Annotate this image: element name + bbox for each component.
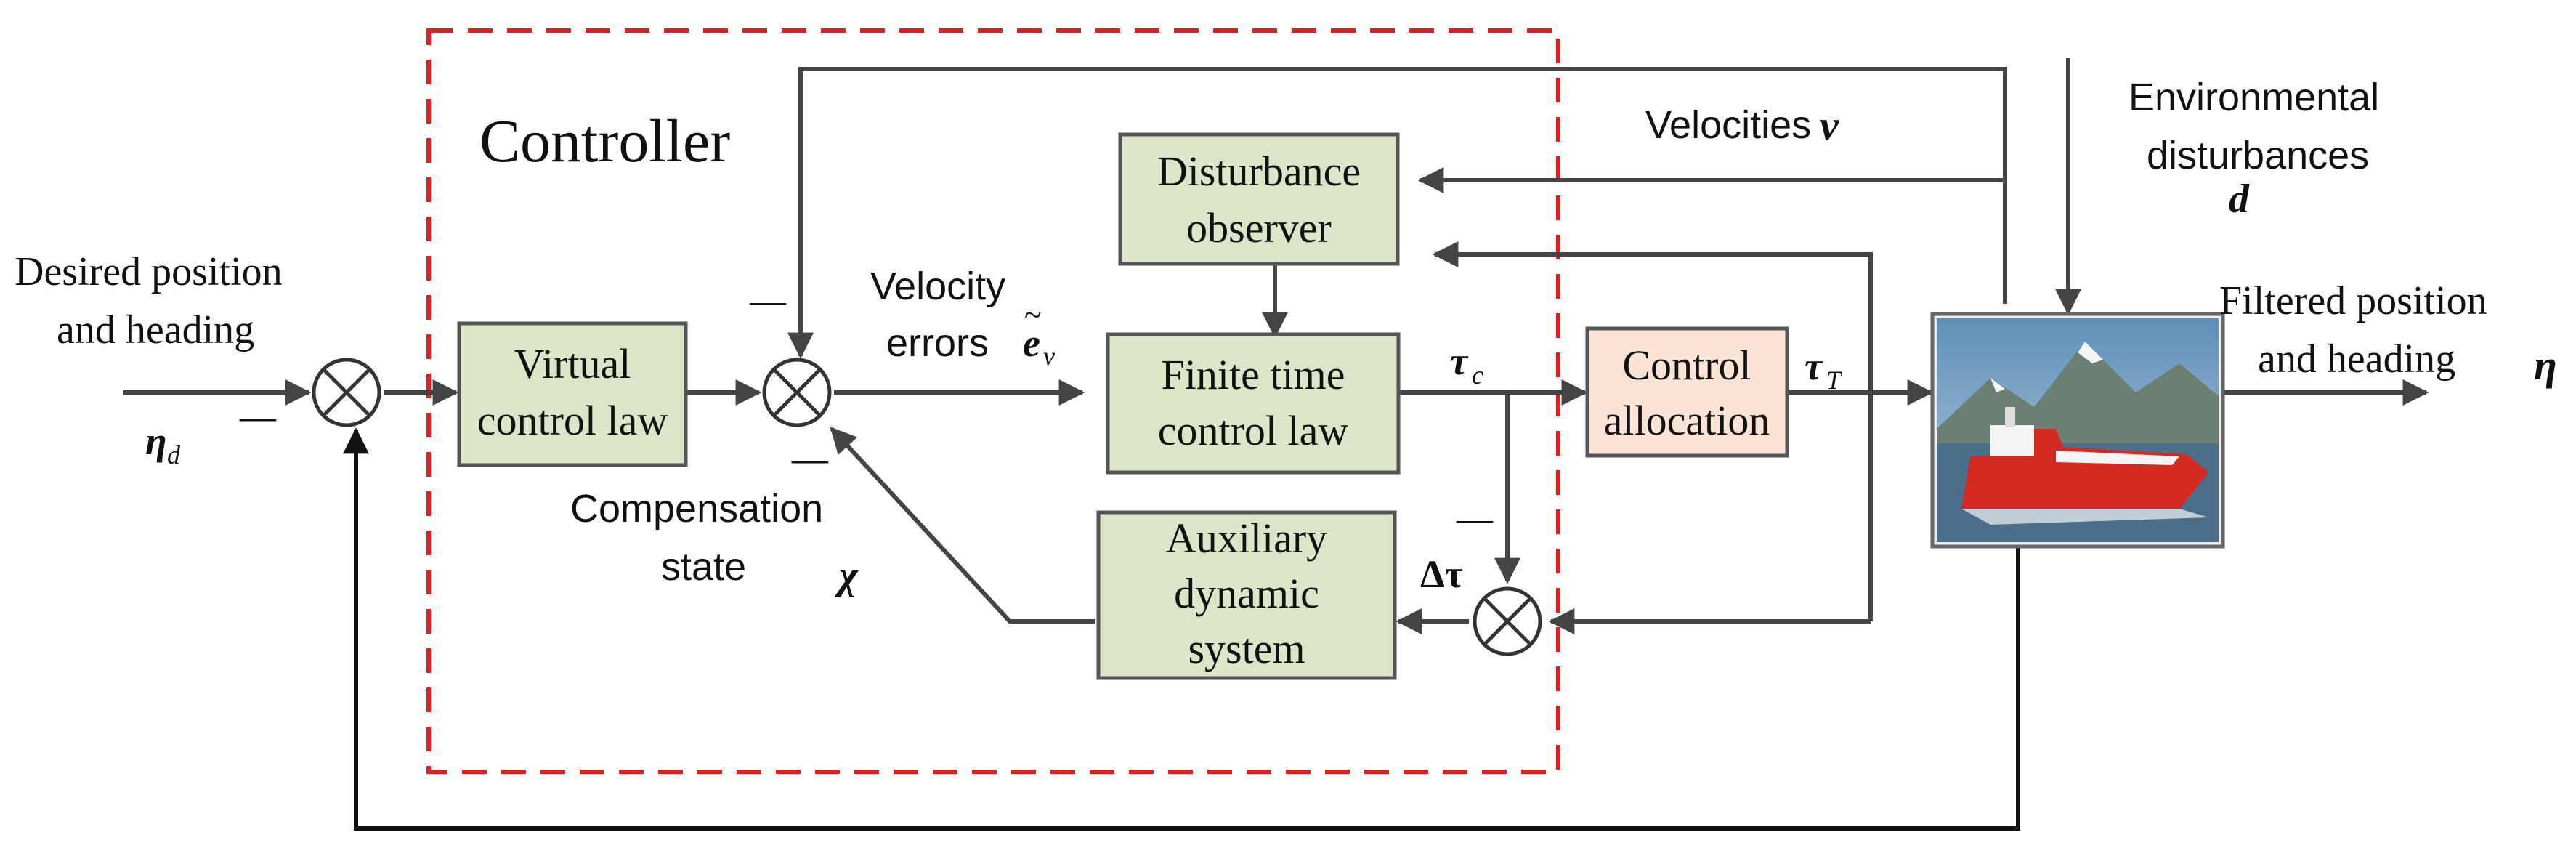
svg-text:T: T (1826, 366, 1843, 395)
svg-text:τ: τ (1450, 339, 1469, 383)
control-allocation-block: Control allocation (1585, 326, 1789, 458)
auxiliary-dynamic-system-block: Auxiliary dynamic system (1096, 510, 1397, 680)
finite-time-control-law-block: Finite time control law (1106, 332, 1401, 475)
svg-text:Virtual: Virtual (514, 340, 631, 387)
filtered-position-label: Filtered position and heading η (2219, 278, 2557, 389)
svg-text:allocation: allocation (1604, 397, 1770, 444)
svg-text:observer: observer (1186, 204, 1332, 251)
compensation-arrow (830, 427, 1095, 624)
tau-T-symbol: τ T (1805, 344, 1843, 395)
svg-text:control law: control law (477, 397, 668, 444)
ship-photo-icon (1930, 312, 2225, 549)
svg-text:system: system (1188, 625, 1305, 672)
svg-text:η: η (2534, 342, 2557, 389)
svg-text:Velocities: Velocities (1645, 103, 1811, 147)
minus-sign-sum1: — (239, 396, 277, 437)
desired-position-label: Desired position and heading (15, 249, 283, 352)
svg-text:~: ~ (1024, 297, 1042, 333)
svg-text:c: c (1472, 360, 1483, 390)
tau-c-symbol: τ c (1450, 339, 1483, 390)
svg-text:η: η (145, 419, 167, 463)
velocities-label: Velocities v (1645, 102, 1839, 149)
svg-text:control law: control law (1158, 407, 1349, 454)
sum-junction-1 (312, 358, 381, 427)
compensation-state-label: Compensation state (570, 487, 823, 589)
e-v-symbol: e ~ v (1023, 297, 1055, 371)
svg-text:Desired position: Desired position (15, 249, 283, 294)
svg-text:errors: errors (886, 321, 989, 365)
svg-text:Control: Control (1622, 342, 1751, 389)
disturbance-observer-block: Disturbance observer (1118, 132, 1400, 266)
minus-sign-sum2-top: — (749, 280, 787, 320)
svg-text:Compensation: Compensation (570, 487, 823, 531)
svg-text:τ: τ (1805, 344, 1823, 388)
svg-text:Auxiliary: Auxiliary (1166, 515, 1327, 562)
svg-text:Velocity: Velocity (870, 265, 1005, 308)
minus-sign-sum2-bottom: — (791, 438, 829, 479)
velocity-feedback-wire (787, 67, 2007, 359)
position-feedback-wire (343, 427, 2020, 831)
velocity-errors-label: Velocity errors (870, 265, 1005, 365)
controller-label: Controller (479, 108, 730, 175)
svg-text:Disturbance: Disturbance (1157, 148, 1361, 195)
svg-text:v: v (1043, 342, 1055, 371)
sum-junction-3 (1473, 586, 1542, 656)
svg-text:d: d (167, 440, 181, 469)
svg-text:Filtered position: Filtered position (2219, 278, 2487, 323)
eta-d-symbol: η d (145, 419, 181, 469)
svg-text:state: state (661, 545, 746, 589)
environmental-disturbances-label: Environmental disturbances d (2129, 76, 2379, 222)
chi-symbol: χ (834, 553, 859, 598)
delta-tau-symbol: Δτ (1420, 552, 1463, 596)
svg-text:and heading: and heading (2258, 336, 2455, 382)
svg-text:and heading: and heading (57, 307, 254, 352)
svg-text:dynamic: dynamic (1174, 570, 1319, 617)
sum-junction-2 (762, 358, 832, 427)
svg-text:d: d (2229, 177, 2250, 222)
controller-frame (426, 28, 1560, 774)
svg-text:disturbances: disturbances (2147, 134, 2369, 177)
virtual-control-law-block: Virtual control law (457, 321, 688, 467)
svg-text:v: v (1820, 102, 1839, 149)
svg-text:Environmental: Environmental (2129, 76, 2379, 119)
svg-text:Finite time: Finite time (1162, 351, 1345, 398)
svg-text:e: e (1023, 321, 1040, 365)
minus-sign-sum3: — (1456, 498, 1494, 539)
